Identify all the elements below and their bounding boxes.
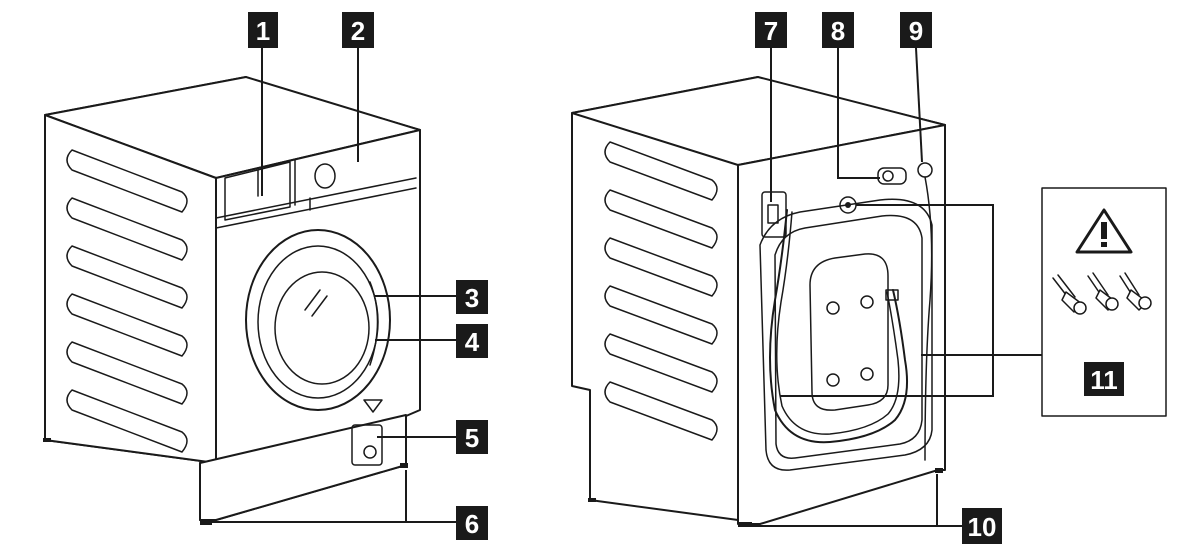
svg-text:11: 11	[1090, 365, 1118, 395]
leader-lines	[212, 47, 1042, 527]
callout-3: 3	[456, 280, 488, 314]
wall-anchor-icon	[1052, 272, 1152, 315]
door	[245, 229, 391, 411]
callout-2: 2	[342, 12, 374, 48]
callout-5: 5	[456, 420, 488, 454]
front-view-machine	[43, 76, 421, 525]
callout-7: 7	[755, 12, 787, 48]
back-view-machine	[571, 76, 946, 527]
callout-11: 11	[1084, 362, 1124, 396]
programme-knob	[314, 163, 336, 189]
svg-text:8: 8	[831, 16, 845, 46]
svg-text:9: 9	[909, 16, 923, 46]
svg-text:7: 7	[764, 16, 778, 46]
svg-text:1: 1	[256, 16, 270, 46]
svg-text:2: 2	[351, 16, 365, 46]
svg-text:10: 10	[968, 512, 997, 542]
callout-6: 6	[456, 506, 488, 540]
callout-4: 4	[456, 324, 488, 358]
back-side-vents	[604, 141, 718, 441]
water-inlet	[877, 167, 907, 185]
callout-9: 9	[900, 12, 932, 48]
drain-hose	[769, 209, 908, 444]
callout-8: 8	[822, 12, 854, 48]
callout-1: 1	[248, 12, 278, 48]
svg-text:4: 4	[465, 327, 480, 357]
svg-text:5: 5	[465, 423, 479, 453]
accessory-box	[1041, 187, 1167, 417]
svg-text:3: 3	[465, 283, 479, 313]
svg-text:6: 6	[465, 509, 479, 539]
detergent-drawer	[224, 161, 291, 221]
side-vents	[66, 149, 188, 453]
callout-10: 10	[962, 508, 1002, 544]
warning-triangle-icon	[1075, 208, 1133, 254]
filter-flap	[351, 424, 383, 466]
